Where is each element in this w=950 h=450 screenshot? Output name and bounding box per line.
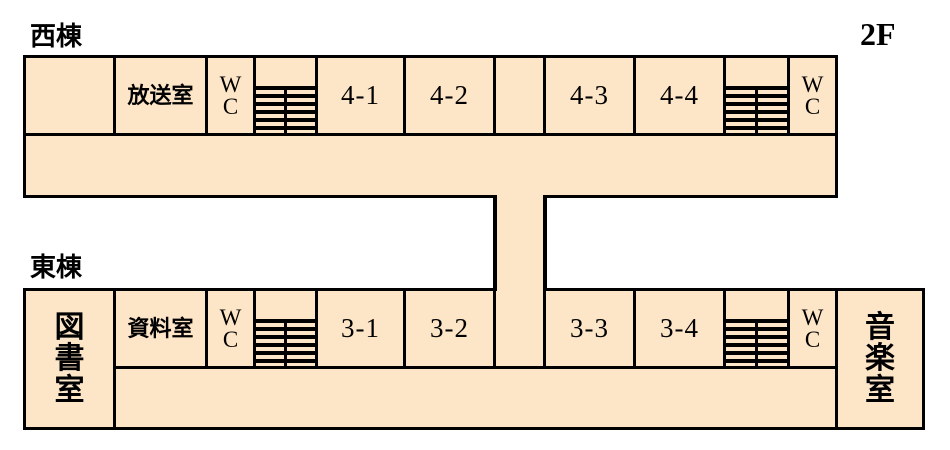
west-divider xyxy=(253,55,256,136)
floor-label: 2F xyxy=(860,16,896,52)
library: 図 書 室 xyxy=(26,291,113,427)
stairs-divider xyxy=(755,86,758,133)
west-divider xyxy=(543,55,546,136)
music-room-char: 室 xyxy=(865,372,895,408)
west-divider xyxy=(113,55,116,136)
stairs-divider xyxy=(755,319,758,366)
west-divider xyxy=(787,55,790,136)
stairs-divider xyxy=(284,86,287,133)
east-divider xyxy=(723,288,726,369)
wc-c: C xyxy=(804,93,821,119)
library-wall xyxy=(113,288,116,430)
east-wing-label: 東棟 xyxy=(30,253,83,283)
west-divider xyxy=(723,55,726,136)
west-divider xyxy=(633,55,636,136)
classroom-4-4: 4-4 xyxy=(660,80,699,110)
classroom-4-1: 4-1 xyxy=(341,80,380,110)
music-room-wall xyxy=(835,288,838,430)
east-divider xyxy=(787,288,790,369)
west-wing-label: 西棟 xyxy=(30,22,83,52)
reference-room: 資料室 xyxy=(127,315,194,342)
east-corridor-wall xyxy=(116,366,838,369)
connector-wall-left xyxy=(493,195,496,369)
west-wc-right: W C xyxy=(790,58,835,133)
connecting-corridor xyxy=(494,195,547,291)
wc-c: C xyxy=(222,326,239,352)
classroom-3-1: 3-1 xyxy=(341,313,380,343)
stairs-divider xyxy=(284,319,287,366)
music-room-char: 音 xyxy=(865,309,895,345)
west-divider xyxy=(403,55,406,136)
music-room: 音 楽 室 xyxy=(838,291,922,427)
classroom-3-2: 3-2 xyxy=(430,313,469,343)
west-wing xyxy=(23,55,838,198)
library-char: 書 xyxy=(54,341,85,377)
wc-c: C xyxy=(804,326,821,352)
east-divider xyxy=(205,288,208,369)
connector-opening xyxy=(497,286,544,294)
library-char: 図 xyxy=(54,309,85,345)
wc-w: W xyxy=(801,304,824,330)
west-wc-left: W C xyxy=(208,58,253,133)
classroom-4-3: 4-3 xyxy=(570,80,609,110)
east-divider xyxy=(633,288,636,369)
east-wc-left: W C xyxy=(208,291,253,366)
west-divider xyxy=(315,55,318,136)
classroom-3-4: 3-4 xyxy=(660,313,699,343)
east-wc-right: W C xyxy=(790,291,835,366)
east-divider xyxy=(403,288,406,369)
library-char: 室 xyxy=(54,372,85,408)
west-divider xyxy=(493,55,496,136)
wc-w: W xyxy=(801,71,824,97)
east-divider xyxy=(315,288,318,369)
west-corridor-wall xyxy=(23,133,838,136)
wc-w: W xyxy=(219,71,242,97)
music-room-char: 楽 xyxy=(865,341,895,377)
classroom-4-2: 4-2 xyxy=(430,80,469,110)
classroom-3-3: 3-3 xyxy=(570,313,609,343)
east-divider xyxy=(253,288,256,369)
wc-w: W xyxy=(219,304,242,330)
broadcast-room: 放送室 xyxy=(127,82,194,109)
west-divider xyxy=(205,55,208,136)
connector-wall-right xyxy=(543,195,546,369)
wc-c: C xyxy=(222,93,239,119)
